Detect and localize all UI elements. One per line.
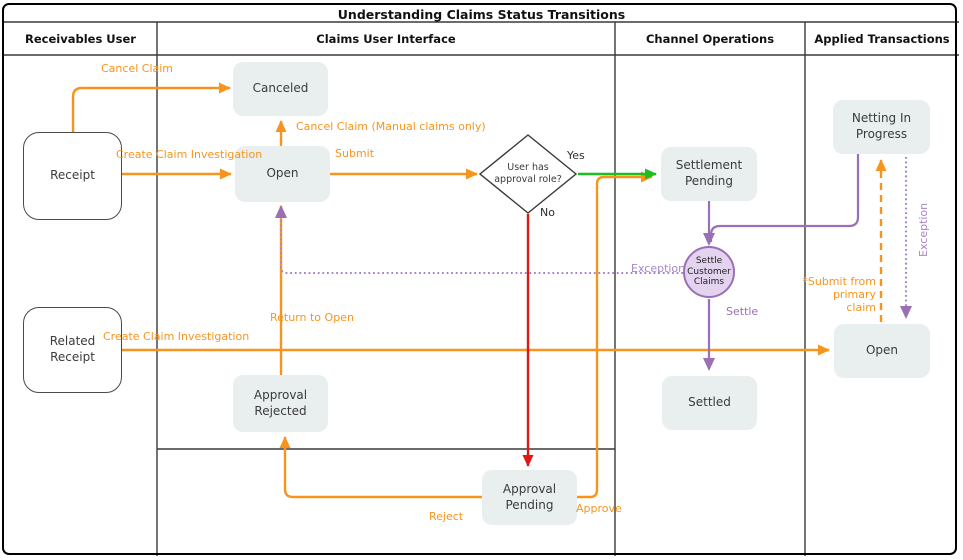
node-open-claims: Open (235, 146, 330, 202)
node-open-claims-label: Open (266, 166, 299, 181)
edge-netting-to-settle-merge (709, 154, 860, 242)
label-submit-from-primary-line1: *Submit from (802, 275, 876, 288)
label-cancel-claim-manual: Cancel Claim (Manual claims only) (296, 120, 486, 133)
node-open-applied: Open (834, 324, 930, 378)
node-settlement-pending-label: Settlement Pending (675, 158, 743, 188)
label-settle: Settle (726, 305, 759, 318)
label-reject: Reject (429, 510, 464, 523)
decision-label: User has approval role? (494, 162, 562, 185)
node-settled: Settled (662, 376, 757, 430)
node-related-receipt-label: Related Receipt (49, 334, 96, 364)
lane-header-claims-user-interface: Claims User Interface (316, 31, 456, 46)
node-settlement-pending: Settlement Pending (661, 147, 757, 201)
node-receipt: Receipt (23, 132, 122, 220)
node-netting-in-progress-label: Netting In Progress (851, 111, 912, 141)
edge-cancel-claim (71, 82, 231, 132)
label-approve: Approve (576, 502, 622, 515)
node-receipt-label: Receipt (50, 168, 95, 183)
edge-approve (577, 171, 653, 499)
edge-reject (279, 436, 482, 499)
node-netting-in-progress: Netting In Progress (833, 100, 930, 154)
node-open-applied-label: Open (865, 343, 899, 358)
label-cancel-claim: Cancel Claim (101, 62, 174, 75)
lane-header-receivables-user: Receivables User (25, 31, 136, 46)
node-approval-pending-label: Approval Pending (502, 481, 557, 512)
label-submit-from-primary-line2: primary claim (832, 288, 876, 315)
diagram-title: Understanding Claims Status Transitions (337, 7, 626, 22)
label-create-claim-investigation-1: Create Claim Investigation (116, 148, 263, 161)
label-submit-from-primary-claim: *Submit from primary claim (800, 275, 876, 315)
node-approval-rejected: Approval Rejected (233, 375, 328, 432)
decision-diamond (478, 134, 578, 214)
label-no: No (540, 206, 555, 219)
diagram-outer-border (2, 3, 957, 555)
edge-exception-to-open-claims (275, 205, 683, 275)
node-canceled-label: Canceled (252, 81, 309, 96)
label-return-to-open: Return to Open (270, 311, 354, 324)
node-settled-label: Settled (688, 395, 731, 410)
label-submit: Submit (335, 147, 375, 160)
lane-frame-lines (4, 21, 959, 556)
node-related-receipt: Related Receipt (23, 307, 122, 393)
label-exception-right: Exception (917, 202, 930, 257)
event-settle-customer-claims-label: Settle Customer Claims (687, 255, 731, 288)
label-create-claim-investigation-2: Create Claim Investigation (103, 330, 250, 343)
event-settle-customer-claims: Settle Customer Claims (683, 246, 735, 298)
lane-header-channel-operations: Channel Operations (645, 31, 775, 46)
label-exception-left: Exception (631, 262, 686, 275)
lane-header-applied-transactions: Applied Transactions (814, 31, 950, 46)
label-yes: Yes (567, 149, 585, 162)
node-approval-rejected-label: Approval Rejected (253, 387, 308, 418)
node-approval-pending: Approval Pending (482, 470, 577, 525)
node-canceled: Canceled (233, 62, 328, 116)
